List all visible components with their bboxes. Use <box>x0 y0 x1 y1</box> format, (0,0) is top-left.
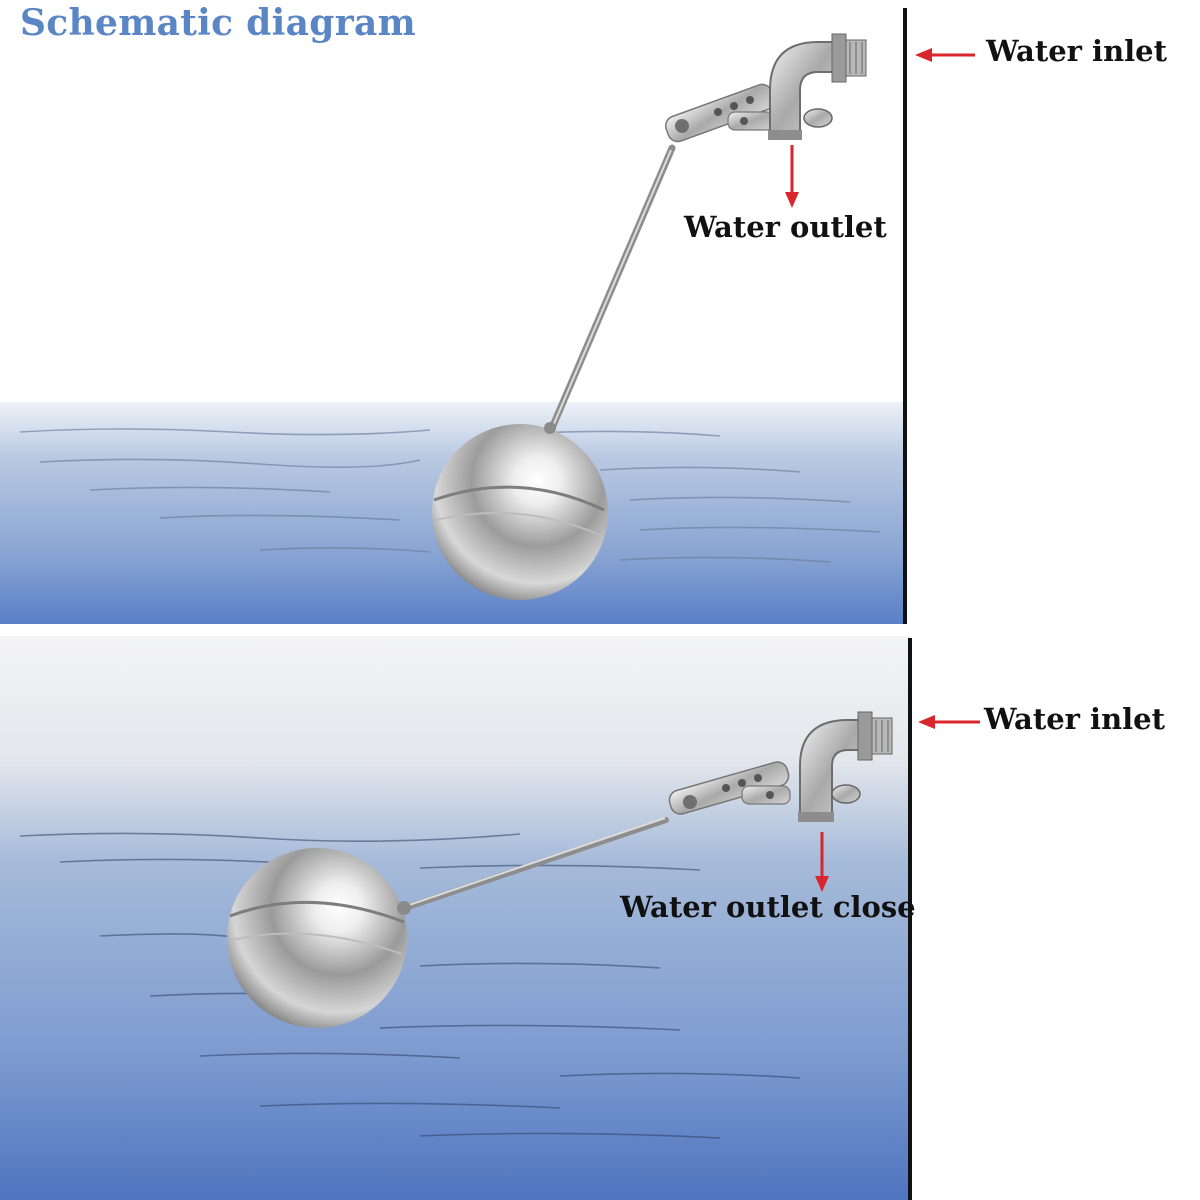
lever-arm-icon <box>668 761 791 815</box>
inlet-arrow-icon <box>918 715 980 729</box>
inlet-arrow-icon <box>915 48 975 62</box>
float-ball-icon <box>432 422 608 600</box>
water-body <box>0 636 910 1200</box>
water-outlet-label: Water outlet <box>684 210 887 244</box>
valve-elbow-icon <box>768 33 867 140</box>
tank-wall <box>903 8 907 624</box>
water-outlet-close-label: Water outlet close <box>620 890 916 924</box>
outlet-arrow-icon <box>815 832 829 892</box>
float-ball-icon <box>227 848 411 1028</box>
outlet-arrow-icon <box>785 145 799 208</box>
water-ripples <box>19 832 801 1139</box>
scene-valve-closed <box>0 636 980 1200</box>
valve-elbow-icon <box>798 711 893 822</box>
panel-valve-open: Schematic diagram Water inlet Water outl… <box>0 2 1168 624</box>
water-inlet-label: Water inlet <box>986 34 1168 68</box>
scene-valve-open <box>0 8 975 624</box>
float-rod <box>402 817 669 911</box>
water-inlet-label: Water inlet <box>984 702 1166 736</box>
diagram-title: Schematic diagram <box>20 2 417 44</box>
panel-divider <box>0 624 1200 636</box>
tank-wall <box>908 638 912 1200</box>
lever-arm-icon <box>664 83 776 143</box>
water-ripples <box>19 428 881 563</box>
panel-valve-closed: Water inlet Water outlet close <box>0 636 1200 1200</box>
